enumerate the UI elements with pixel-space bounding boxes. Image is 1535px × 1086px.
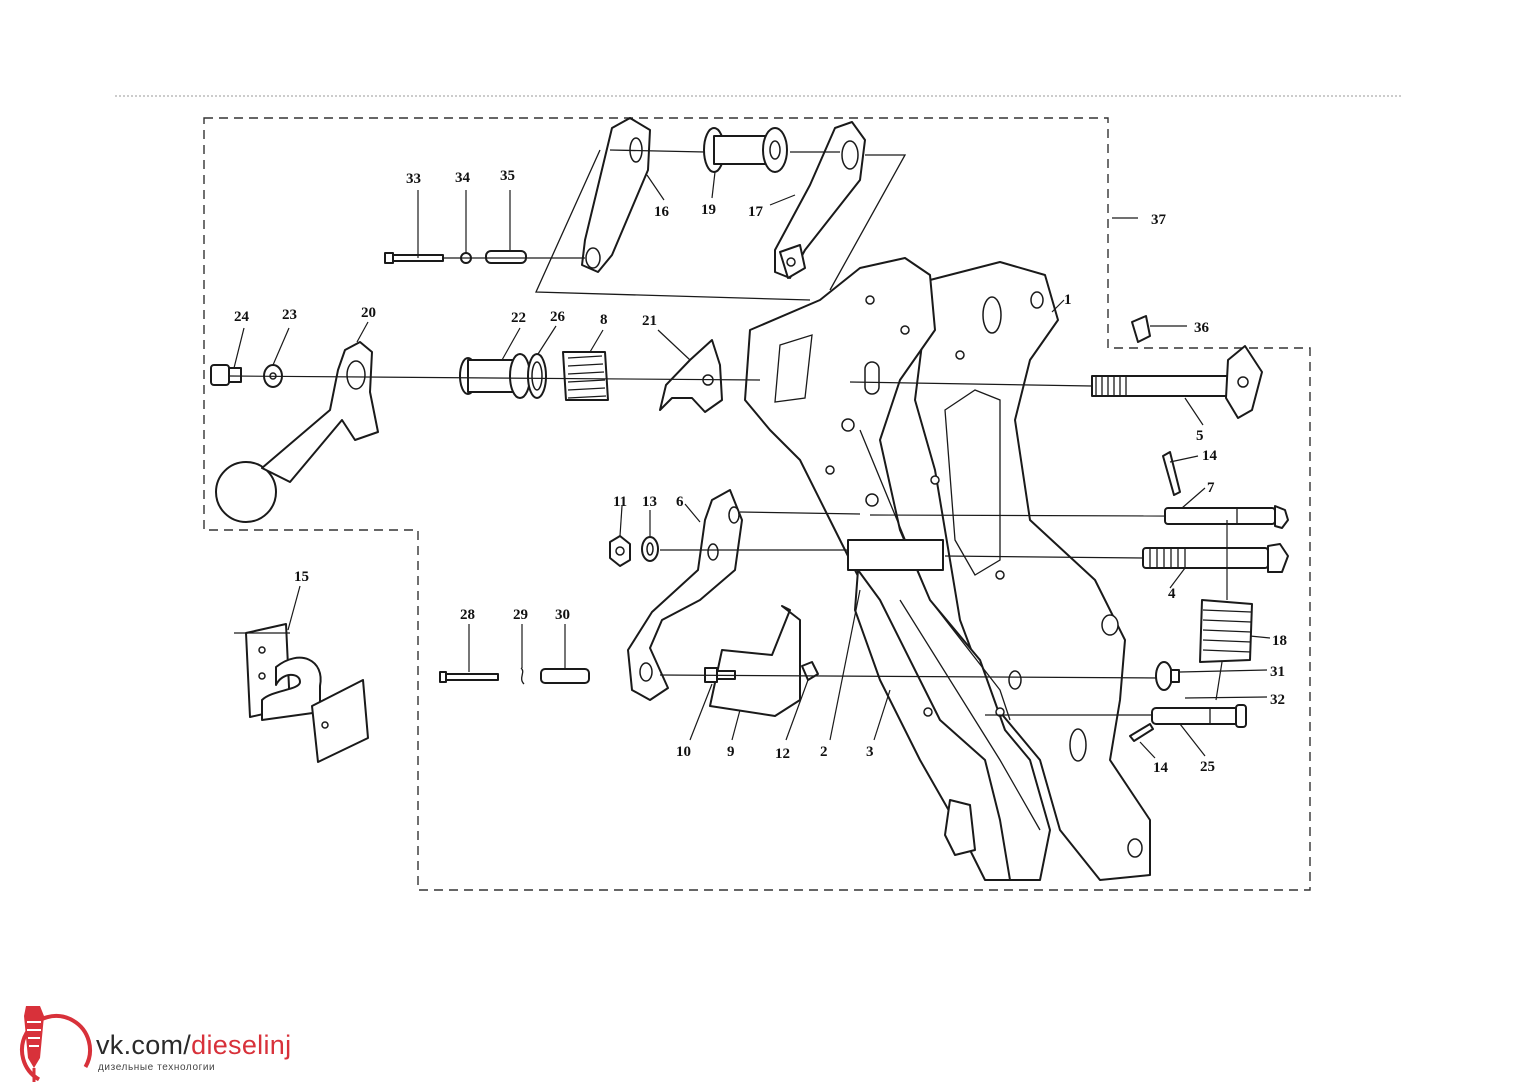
callout-14-lower: 14 — [1153, 760, 1169, 776]
callout-5: 5 — [1196, 428, 1204, 444]
callout-18: 18 — [1272, 633, 1287, 649]
bolt-4 — [1142, 543, 1289, 573]
nut-12 — [801, 661, 819, 681]
link-frame-outline — [535, 149, 907, 301]
callout-14-upper: 14 — [1202, 448, 1218, 464]
link-plate-16 — [581, 117, 651, 273]
fuel-injector-icon — [20, 1006, 92, 1086]
shaft-4-body — [847, 539, 944, 571]
callout-26: 26 — [550, 309, 566, 325]
bolt-24 — [210, 364, 242, 386]
washer-31 — [1155, 661, 1180, 691]
callout-35: 35 — [500, 168, 515, 184]
callout-31: 31 — [1270, 664, 1285, 680]
callout-12: 12 — [775, 746, 790, 762]
lever-plate-21 — [659, 339, 723, 413]
bushing-19 — [703, 127, 788, 173]
callout-19: 19 — [701, 202, 716, 218]
watermark-url[interactable]: vk.com/dieselinj — [96, 1030, 292, 1060]
callout-15: 15 — [294, 569, 309, 585]
assembly-boundary — [203, 117, 1311, 891]
callout-2: 2 — [820, 744, 828, 760]
callout-25: 25 — [1200, 759, 1215, 775]
bracket-support-plate — [854, 569, 1022, 881]
callout-13: 13 — [642, 494, 657, 510]
watermark: vk.com/dieselinj дизельные технологии — [14, 1002, 314, 1086]
callout-23: 23 — [282, 307, 297, 323]
bracket-9 — [709, 605, 801, 717]
callout-1: 1 — [1064, 292, 1072, 308]
watermark-subtitle: дизельные технологии — [98, 1062, 216, 1073]
cotter-pin-14-upper — [1162, 451, 1181, 496]
callout-4: 4 — [1168, 586, 1176, 602]
callout-22: 22 — [511, 310, 526, 326]
washer-13 — [641, 536, 659, 562]
arm-6-lower-axis — [659, 674, 1161, 679]
link-plate-17 — [774, 121, 866, 279]
pedal-axis-line — [228, 375, 761, 381]
callout-32: 32 — [1270, 692, 1285, 708]
pin-set-33-35 — [384, 250, 585, 264]
bolt-5-axis — [849, 381, 1093, 387]
callout-33: 33 — [406, 171, 421, 187]
callout-34: 34 — [455, 170, 471, 186]
callout-7: 7 — [1207, 480, 1215, 496]
callout-9: 9 — [727, 744, 735, 760]
pin-25 — [1151, 704, 1247, 728]
bolt-7 — [1164, 505, 1289, 529]
callout-30: 30 — [555, 607, 570, 623]
bolt-7-axis — [869, 514, 1166, 517]
callout-6: 6 — [676, 494, 684, 510]
pedal-arm-6 — [627, 489, 743, 701]
bracket-plate-rear — [914, 261, 1151, 881]
nut-36 — [1131, 315, 1151, 343]
bushing-22 — [459, 353, 531, 399]
bolt-4-axis — [944, 555, 1144, 559]
callout-8: 8 — [600, 312, 608, 328]
spring-18 — [1199, 520, 1253, 701]
arm-6-axis-upper — [739, 511, 861, 515]
callout-labels: 1 2 3 4 5 6 7 8 9 10 11 12 13 14 14 15 1… — [234, 168, 1287, 776]
callout-3: 3 — [866, 744, 874, 760]
spring-8 — [562, 351, 609, 401]
callout-17: 17 — [748, 204, 764, 220]
callout-21: 21 — [642, 313, 657, 329]
pin-set-28-30 — [439, 667, 590, 685]
callout-11: 11 — [613, 494, 627, 510]
washer-26 — [527, 353, 547, 399]
cotter-pin-14-lower — [1129, 723, 1154, 742]
callout-37: 37 — [1151, 212, 1167, 228]
callout-10: 10 — [676, 744, 691, 760]
callout-24: 24 — [234, 309, 250, 325]
callout-leaders — [233, 171, 1271, 759]
callout-29: 29 — [513, 607, 528, 623]
clamp-15 — [234, 623, 369, 763]
callout-28: 28 — [460, 607, 475, 623]
callout-36: 36 — [1194, 320, 1210, 336]
callout-20: 20 — [361, 305, 376, 321]
long-bolt-5 — [1091, 345, 1263, 419]
nut-11 — [609, 535, 631, 567]
callout-16: 16 — [654, 204, 670, 220]
